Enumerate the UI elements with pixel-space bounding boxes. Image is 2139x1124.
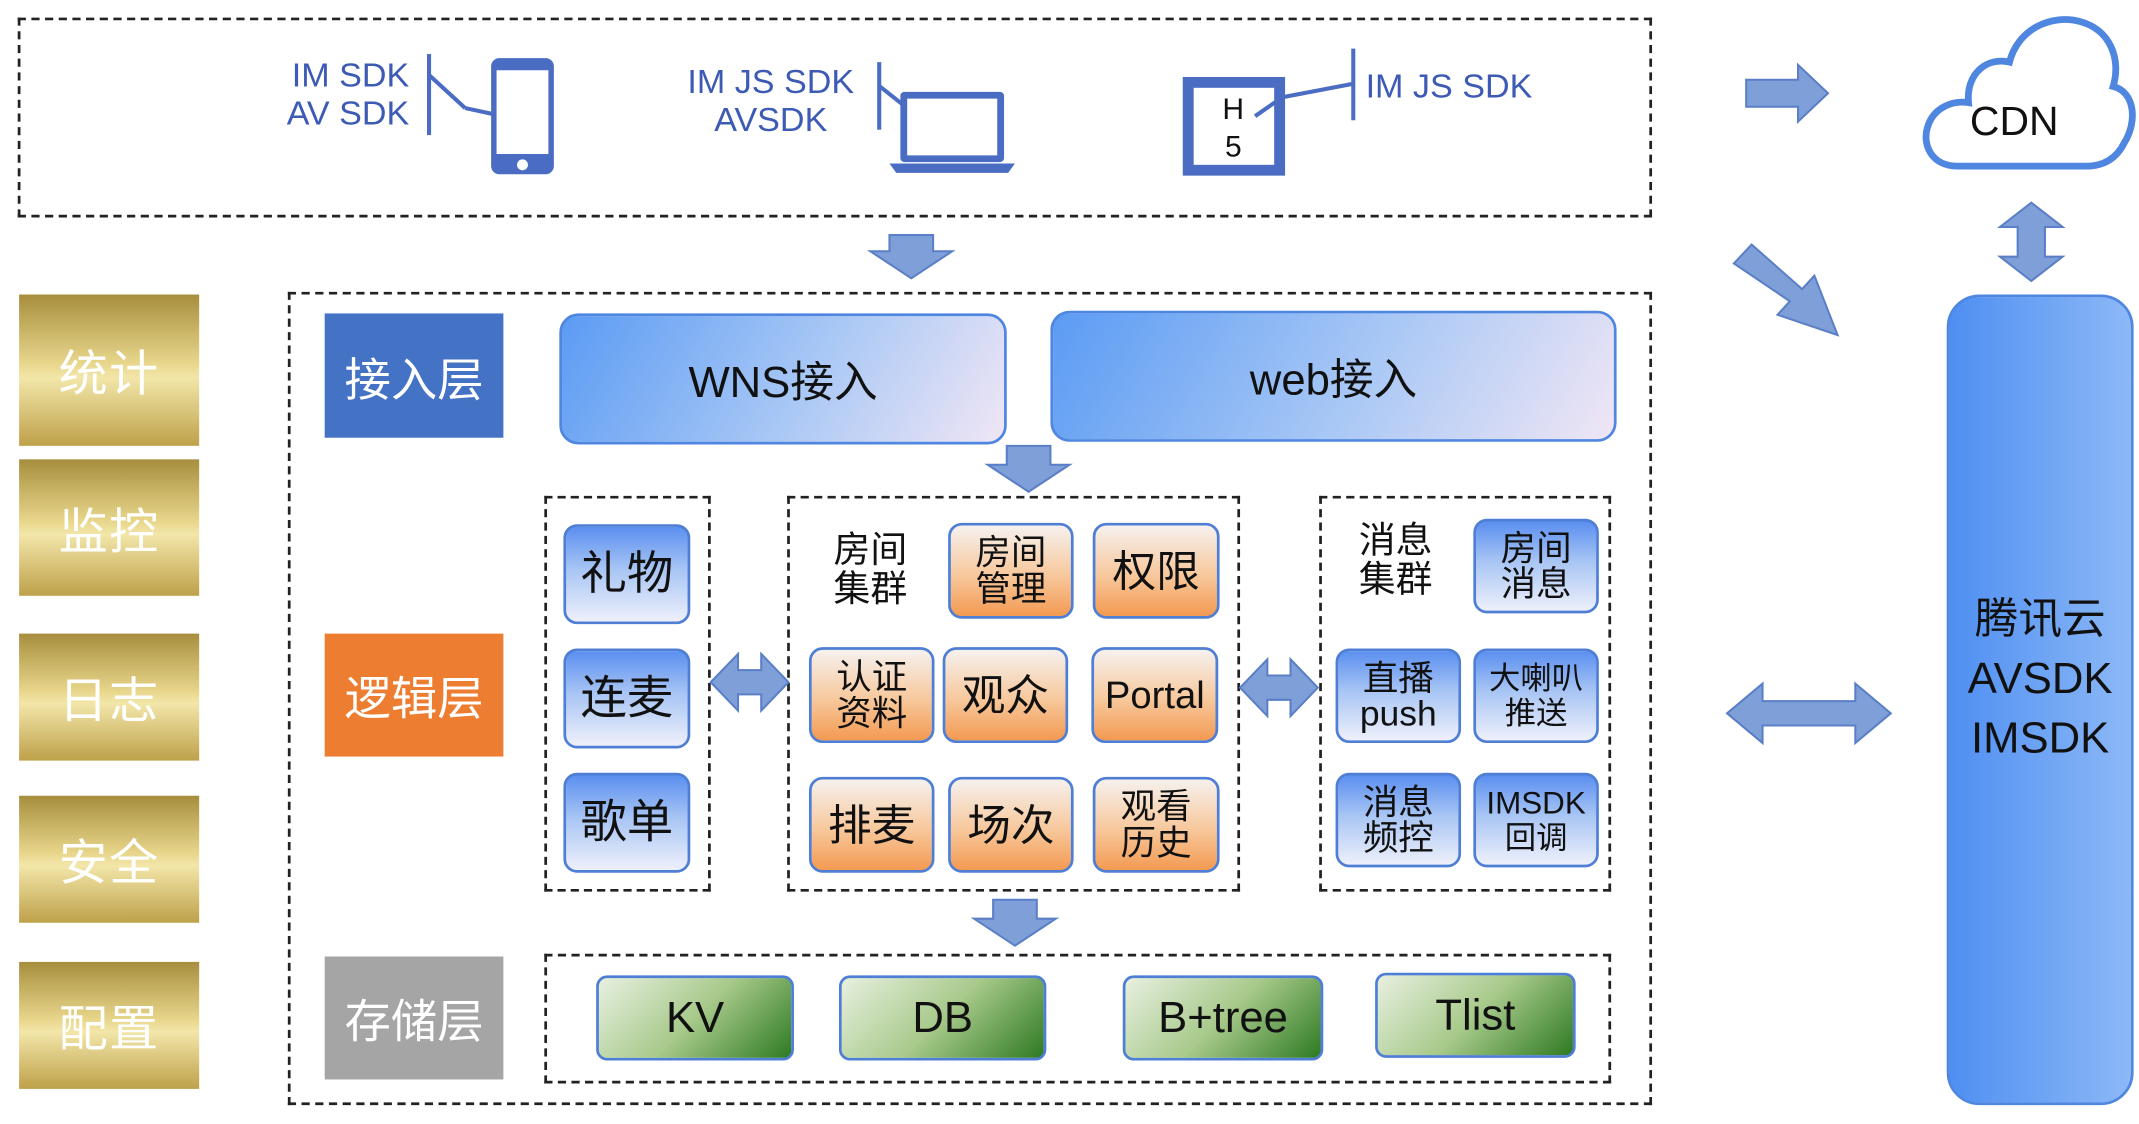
right-arrow-clients-to-cdn (1745, 62, 1830, 124)
down-arrow-access-to-logic (984, 444, 1073, 493)
feature-group (544, 495, 711, 892)
web-access-box: web接入 (1050, 310, 1617, 442)
mic-queue-box: 排麦 (808, 776, 935, 873)
permission-box: 权限 (1092, 522, 1220, 619)
server-area (287, 291, 1653, 1106)
audience-box: 观众 (942, 647, 1069, 744)
cdn-label: CDN (1969, 99, 2059, 145)
wns-access-box: WNS接入 (559, 313, 1007, 445)
sidebar-item-monitor[interactable]: 监控 (19, 459, 200, 596)
mobile-sdk-divider (426, 54, 432, 136)
session-box: 场次 (948, 776, 1074, 873)
h5-icon-inner (1193, 87, 1275, 165)
room-cluster-title: 房间 集群 (833, 529, 908, 610)
auth-profile-box: 认证 资料 (808, 647, 935, 744)
vertical-double-arrow-cdn-cloud (1996, 201, 2066, 283)
client-area (17, 17, 1653, 218)
sidebar-item-security[interactable]: 安全 (19, 795, 200, 923)
room-manage-box: 房间 管理 (948, 522, 1074, 619)
room-cluster-group (787, 495, 1241, 892)
double-arrow-room-message (1238, 656, 1320, 719)
sidebar-item-log[interactable]: 日志 (19, 633, 200, 761)
laptop-icon (878, 84, 1015, 173)
live-push-box: 直播 push (1335, 648, 1462, 744)
imsdk-callback-box: IMSDK 回调 (1473, 772, 1599, 868)
pc-sdk-divider (877, 62, 882, 130)
layer-access: 接入层 (324, 313, 504, 438)
sidebar-item-stats[interactable]: 统计 (19, 294, 200, 446)
diagonal-arrow-clients-to-cloud (1732, 243, 1840, 337)
cloud-icon (1922, 16, 2136, 170)
message-rate-limit-box: 消息 频控 (1335, 772, 1462, 868)
cloud-service-label: 腾讯云 AVSDK IMSDK (1967, 594, 2113, 762)
kv-box: KV (596, 975, 794, 1061)
broadcast-push-box: 大喇叭 推送 (1473, 648, 1599, 744)
h5-connector (1253, 48, 1356, 121)
btree-box: B+tree (1122, 975, 1324, 1061)
message-cluster-group (1319, 495, 1612, 892)
room-message-box: 房间 消息 (1473, 518, 1599, 614)
co-mic-box: 连麦 (563, 648, 691, 749)
mobile-phone-icon (428, 58, 554, 175)
tlist-box: Tlist (1375, 972, 1576, 1058)
double-arrow-feature-room (709, 651, 790, 714)
cloud-service-panel (1946, 294, 2134, 1106)
gift-box: 礼物 (563, 524, 691, 625)
message-cluster-title: 消息 集群 (1358, 520, 1433, 600)
sidebar-item-config[interactable]: 配置 (19, 961, 200, 1089)
playlist-box: 歌单 (563, 772, 691, 873)
h5-label-top: H (1222, 91, 1245, 126)
layer-logic: 逻辑层 (324, 633, 504, 757)
down-arrow-logic-to-storage (970, 898, 1060, 947)
h5-label-bottom: 5 (1225, 129, 1242, 164)
storage-group (544, 953, 1612, 1084)
h5-sdk-label: IM JS SDK (1365, 67, 1533, 106)
db-box: DB (838, 975, 1047, 1061)
horizontal-double-arrow-server-cloud (1725, 681, 1893, 746)
mobile-sdk-label: IM SDK AV SDK (286, 56, 410, 133)
down-arrow-clients-to-server (866, 234, 956, 280)
portal-box: Portal (1091, 647, 1219, 744)
pc-sdk-label: IM JS SDK AVSDK (687, 63, 855, 140)
watch-history-box: 观看 历史 (1092, 776, 1220, 873)
layer-storage: 存储层 (324, 956, 504, 1080)
